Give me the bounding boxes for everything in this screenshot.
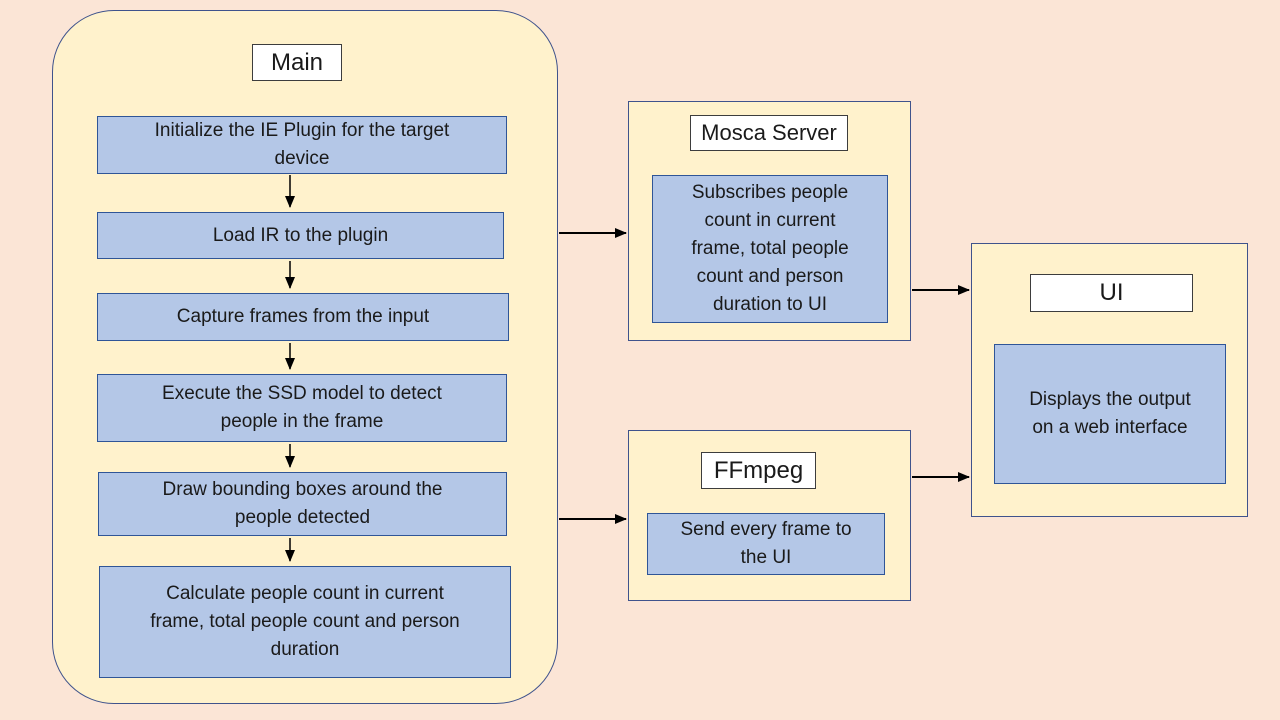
ui-process: Displays the output on a web interface (994, 344, 1226, 484)
step-draw-bounding-boxes: Draw bounding boxes around the people de… (98, 472, 507, 536)
ffmpeg-title: FFmpeg (701, 452, 816, 489)
ffmpeg-group: FFmpeg Send every frame to the UI (628, 430, 911, 601)
mosca-server-title: Mosca Server (690, 115, 848, 151)
step-calculate-people-count: Calculate people count in current frame,… (99, 566, 511, 678)
step-load-ir: Load IR to the plugin (97, 212, 504, 259)
main-group: Main Initialize the IE Plugin for the ta… (52, 10, 558, 704)
step-initialize-ie-plugin: Initialize the IE Plugin for the target … (97, 116, 507, 174)
mosca-server-group: Mosca Server Subscribes people count in … (628, 101, 911, 341)
step-execute-ssd-model: Execute the SSD model to detect people i… (97, 374, 507, 442)
main-title: Main (252, 44, 342, 81)
step-capture-frames: Capture frames from the input (97, 293, 509, 341)
ui-group: UI Displays the output on a web interfac… (971, 243, 1248, 517)
ui-title: UI (1030, 274, 1193, 312)
ffmpeg-process: Send every frame to the UI (647, 513, 885, 575)
mosca-server-process: Subscribes people count in current frame… (652, 175, 888, 323)
